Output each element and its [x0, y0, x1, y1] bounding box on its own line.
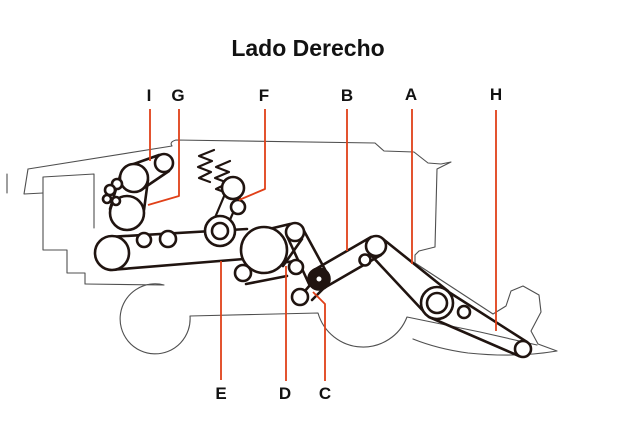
tensioner-hub-hole	[313, 273, 325, 285]
callout-label-D: D	[279, 384, 291, 403]
front-edge	[23, 168, 44, 195]
feeder-panel	[42, 173, 95, 285]
idler-pulley	[456, 304, 472, 320]
idler-pulley	[229, 198, 247, 216]
pulley	[118, 162, 150, 194]
diagram-title: Lado Derecho	[231, 35, 384, 61]
pulleys	[93, 152, 533, 359]
idler-pulley	[101, 193, 113, 205]
pulley-hub	[425, 291, 449, 315]
spring-zigzag	[213, 159, 232, 195]
leader-lines	[147, 109, 497, 381]
pulley	[364, 234, 388, 258]
pulley	[153, 152, 175, 174]
leader-line-F	[238, 109, 266, 201]
callout-label-F: F	[259, 86, 269, 105]
callout-label-A: A	[405, 85, 417, 104]
pulley	[513, 339, 533, 359]
belt-line	[427, 287, 529, 358]
pulley	[233, 263, 253, 283]
callout-labels: I G F B A H E D C	[147, 85, 503, 403]
pulley	[290, 287, 310, 307]
leader-line-C	[312, 291, 326, 381]
callout-label-G: G	[171, 86, 184, 105]
pulley	[220, 175, 246, 201]
belt-line	[367, 237, 450, 316]
leader-line-G	[147, 109, 180, 206]
callout-label-H: H	[490, 85, 502, 104]
pulley	[93, 234, 131, 272]
pulley	[239, 225, 289, 275]
callout-label-B: B	[341, 86, 353, 105]
callout-label-C: C	[319, 384, 331, 403]
roof-and-rear-outline	[27, 139, 558, 356]
idler-pulley	[103, 183, 117, 197]
callout-label-I: I	[147, 86, 152, 105]
pulley	[284, 221, 306, 243]
callout-label-E: E	[215, 384, 226, 403]
pulley-hub	[210, 221, 230, 241]
chassis-and-wheel-arches	[84, 283, 538, 355]
idler-pulley	[158, 229, 178, 249]
idler-pulley	[110, 195, 122, 207]
idler-pulley	[358, 253, 372, 267]
idler-pulley	[135, 231, 153, 249]
idler-pulley	[287, 258, 305, 276]
rear-belt-run	[367, 237, 529, 358]
spring-zigzag	[196, 148, 216, 184]
machine-body-outline	[6, 139, 558, 356]
belt-drive-mechanisms	[93, 148, 533, 359]
